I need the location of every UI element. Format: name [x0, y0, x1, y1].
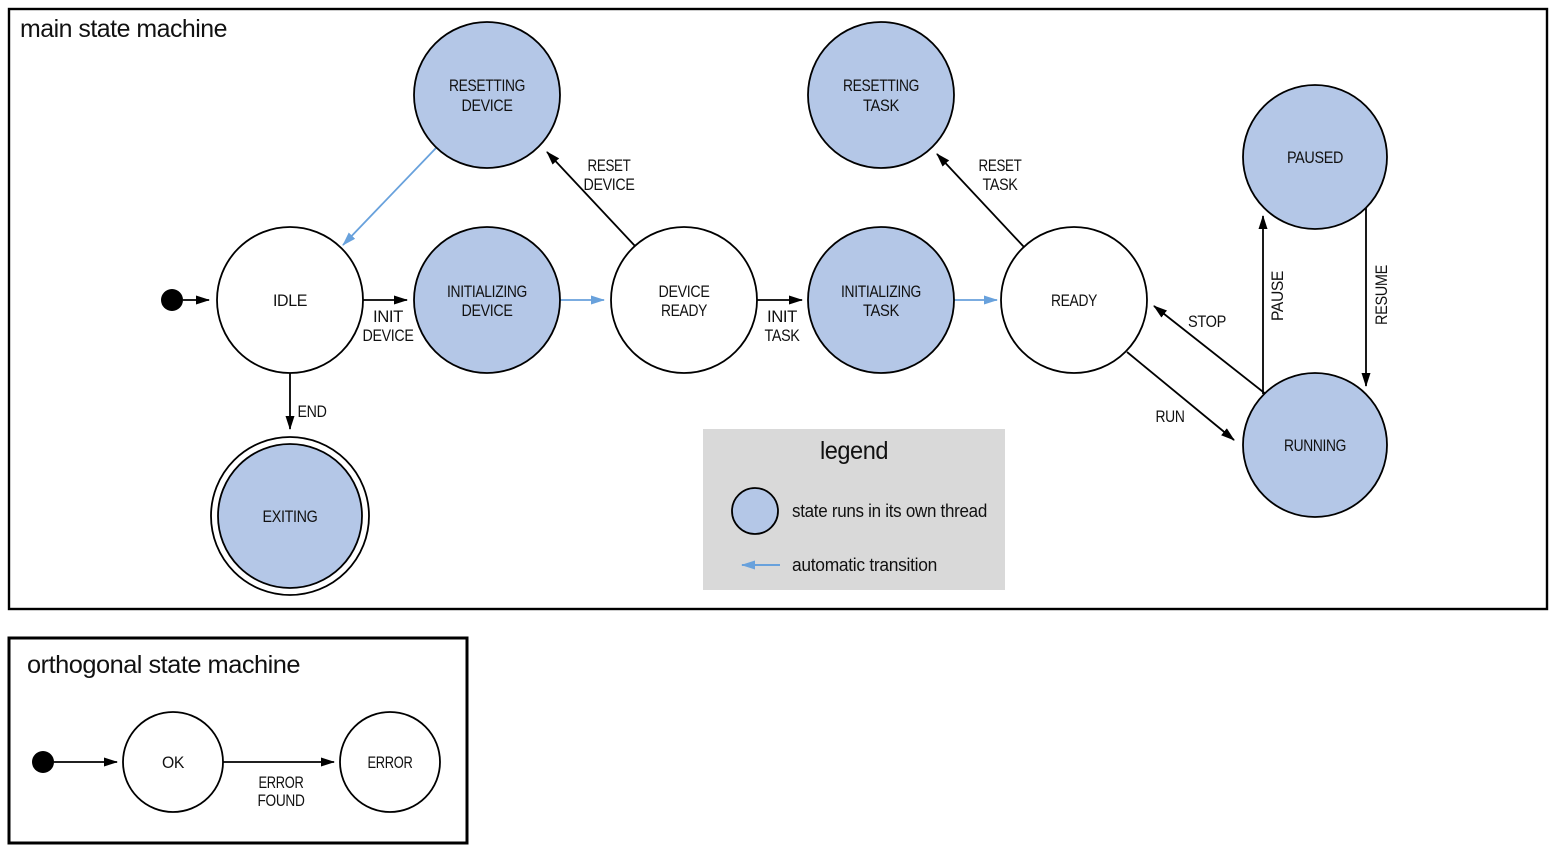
edge-auto-idle — [342, 147, 437, 246]
state-device-ready-label: DEVICE — [659, 282, 710, 301]
edge-label-reset-device: DEVICE — [584, 175, 635, 194]
state-exiting-inner-circle — [217, 443, 363, 589]
state-initializing-device-circle — [413, 226, 561, 374]
edge-label-pause: PAUSE — [1268, 271, 1287, 321]
state-resetting-task-circle — [807, 21, 955, 169]
state-resetting-device: RESETTING DEVICE — [413, 21, 561, 169]
state-resetting-task-label: RESETTING — [843, 76, 919, 95]
legend-title: legend — [820, 437, 888, 465]
legend: legend state runs in its own thread auto… — [703, 429, 1005, 590]
edge-label-init-task: TASK — [765, 326, 801, 345]
state-resetting-device-label: DEVICE — [462, 96, 513, 115]
state-initializing-device-label: DEVICE — [462, 301, 513, 320]
ortho-title: orthogonal state machine — [27, 651, 300, 679]
edge-label-init-device: DEVICE — [363, 326, 414, 345]
edge-label-init-device: INIT — [373, 307, 403, 326]
state-ok-label: OK — [162, 753, 185, 772]
state-running-circle — [1242, 372, 1388, 518]
state-initializing-task-circle — [807, 226, 955, 374]
edge-reset-task — [936, 153, 1025, 248]
main-state-machine-panel: main state machine INIT DEVICE RESET DEV… — [7, 7, 1549, 611]
state-resetting-task-label: TASK — [863, 96, 900, 115]
state-error: ERROR — [339, 711, 441, 813]
ortho-initial-state-dot — [32, 751, 54, 773]
state-resetting-device-circle — [413, 21, 561, 169]
edge-label-stop: STOP — [1188, 312, 1226, 331]
state-resetting-device-label: RESETTING — [449, 76, 525, 95]
edge-label-init-task: INIT — [767, 307, 797, 326]
state-ok: OK — [122, 711, 224, 813]
state-idle-label: IDLE — [273, 291, 307, 310]
state-error-label: ERROR — [368, 753, 413, 772]
state-ready-circle — [1000, 226, 1148, 374]
state-ready-label: READY — [1051, 291, 1097, 310]
state-exiting-label: EXITING — [263, 507, 318, 526]
edge-run — [1126, 351, 1235, 441]
edge-label-reset-task: RESET — [979, 156, 1022, 175]
edge-label-error-found: FOUND — [258, 791, 305, 810]
state-idle-circle — [216, 226, 364, 374]
orthogonal-state-machine-panel: orthogonal state machine OK ERROR FOUND … — [7, 636, 469, 845]
state-running-label: RUNNING — [1284, 436, 1346, 455]
state-paused: PAUSED — [1242, 84, 1388, 230]
state-initializing-task-label: INITIALIZING — [841, 282, 921, 301]
state-device-ready-circle — [610, 226, 758, 374]
state-paused-label: PAUSED — [1287, 148, 1343, 167]
edge-stop — [1153, 305, 1268, 396]
edge-label-run: RUN — [1156, 407, 1185, 426]
state-initializing-task: INITIALIZING TASK — [807, 226, 955, 374]
state-initializing-device: INITIALIZING DEVICE — [413, 226, 561, 374]
state-resetting-task: RESETTING TASK — [807, 21, 955, 169]
state-device-ready: DEVICE READY — [610, 226, 758, 374]
state-initializing-device-label: INITIALIZING — [447, 282, 527, 301]
legend-thread-swatch — [731, 487, 779, 535]
edge-reset-device — [546, 151, 636, 247]
state-running: RUNNING — [1242, 372, 1388, 518]
main-edges: INIT DEVICE RESET DEVICE END INIT TASK R… — [183, 147, 1391, 441]
state-initializing-task-label: TASK — [863, 301, 900, 320]
main-states: IDLE RESETTING DEVICE INITIALIZING DEVIC… — [161, 21, 1388, 596]
edge-label-reset-device: RESET — [588, 156, 631, 175]
state-ready: READY — [1000, 226, 1148, 374]
state-device-ready-label: READY — [661, 301, 707, 320]
state-paused-circle — [1242, 84, 1388, 230]
edge-label-error-found: ERROR — [259, 773, 304, 792]
main-title: main state machine — [20, 15, 227, 43]
edge-label-resume: RESUME — [1372, 265, 1391, 325]
legend-auto-label: automatic transition — [792, 555, 937, 575]
legend-thread-label: state runs in its own thread — [792, 501, 987, 521]
initial-state-dot — [161, 289, 183, 311]
edge-label-end: END — [298, 402, 327, 421]
state-idle: IDLE — [216, 226, 364, 374]
state-exiting-final: EXITING — [210, 436, 370, 596]
state-error-circle — [339, 711, 441, 813]
edge-label-reset-task: TASK — [983, 175, 1019, 194]
